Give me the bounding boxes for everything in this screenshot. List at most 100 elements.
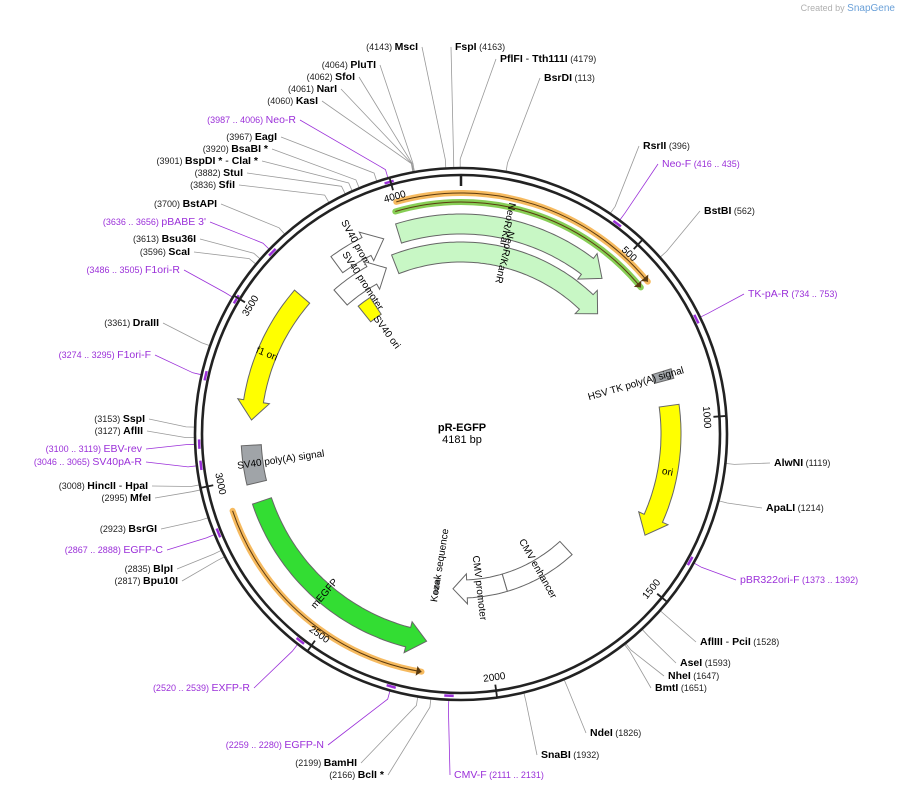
feature-label: ori — [661, 466, 674, 479]
primer-mark — [295, 636, 305, 645]
site-label-bsu36i: (3613) Bsu36I — [133, 233, 196, 245]
site-label-msci: (4143) MscI — [366, 41, 418, 53]
site-label-clai: (3901) BspDI * - ClaI * — [157, 155, 259, 167]
primer-label-egfp-c: (2867 .. 2888) EGFP-C — [65, 544, 164, 556]
site-leader — [459, 58, 497, 168]
site-leader — [193, 251, 257, 265]
orf-arrowhead — [640, 274, 649, 282]
site-leader — [450, 46, 455, 169]
site-leader — [154, 489, 201, 499]
tick-mark-3000 — [200, 484, 214, 489]
primer-leader — [166, 534, 215, 551]
site-label-sfii: (3836) SfiI — [190, 179, 235, 191]
primer-label-f1ori-r: (3486 .. 3505) F1ori-R — [86, 264, 180, 276]
feature-neor-kanr — [390, 241, 599, 315]
primer-leader — [619, 163, 659, 221]
feature-label: Kozak sequence — [429, 528, 452, 603]
site-label-bpu10i: (2817) Bpu10I — [114, 575, 178, 587]
site-leader — [609, 145, 640, 214]
orf-arrowhead — [633, 280, 642, 288]
plasmid-name: pR-EGFP — [438, 422, 486, 434]
site-leader — [340, 88, 414, 173]
site-leader — [505, 77, 541, 172]
site-leader — [321, 100, 414, 173]
site-leader — [421, 46, 447, 169]
site-leader — [625, 642, 665, 677]
primer-leader — [253, 643, 299, 689]
site-leader — [160, 517, 209, 530]
tick-label: 3500 — [241, 293, 262, 318]
site-label-nhei: NheI (1647) — [668, 670, 719, 682]
tick-label: 2500 — [307, 624, 332, 646]
primer-leader — [693, 562, 737, 581]
site-leader — [151, 484, 200, 487]
site-label-scai: (3596) ScaI — [140, 246, 190, 258]
feature-sv40-promoter — [333, 260, 388, 306]
site-label-bstbi: BstBI (562) — [704, 205, 755, 217]
site-label-aflii: (3127) AflII — [95, 425, 143, 437]
feature-cmv-promoter — [452, 572, 508, 606]
tick-mark-1000 — [713, 415, 727, 418]
primer-label-neo-r: (3987 .. 4006) Neo-R — [207, 114, 296, 126]
site-label-bmti: BmtI (1651) — [655, 682, 707, 694]
site-label-draiii: (3361) DraIII — [104, 317, 159, 329]
primer-mark — [203, 370, 208, 381]
site-label-bsrgi: (2923) BsrGI — [100, 523, 157, 535]
site-leader — [387, 698, 432, 776]
tick-label: 2000 — [483, 671, 507, 685]
site-leader — [148, 418, 196, 428]
site-label-bsrdi: BsrDI (113) — [544, 72, 595, 84]
site-label-pluti: (4064) PluTI — [322, 59, 376, 71]
feature-label: HSV TK poly(A) signal — [587, 365, 685, 403]
site-leader — [146, 430, 196, 439]
primer-mark — [386, 684, 397, 689]
primer-label-egfp-n: (2259 .. 2280) EGFP-N — [226, 739, 324, 751]
orf-arc-line — [395, 201, 642, 288]
site-leader — [563, 679, 587, 734]
primer-label-ebv-rev: (3100 .. 3119) EBV-rev — [46, 443, 143, 455]
tick-mark-1500 — [656, 593, 668, 603]
primer-label-pbabe-3-: (3636 .. 3656) pBABE 3' — [103, 216, 206, 228]
site-label-bamhi: (2199) BamHI — [295, 757, 357, 769]
site-label-pflfi: PflFI - Tth111I (4179) — [500, 53, 596, 65]
site-label-kasi: (4060) KasI — [267, 95, 318, 107]
site-label-asei: AseI (1593) — [680, 657, 731, 669]
primer-label-exfp-r: (2520 .. 2539) EXFP-R — [153, 682, 250, 694]
primer-leader — [699, 293, 745, 318]
primer-leader — [154, 354, 202, 376]
site-label-rsrii: RsrII (396) — [643, 140, 690, 152]
primer-label-sv40pa-r: (3046 .. 3065) SV40pA-R — [34, 456, 143, 468]
primer-leader — [145, 443, 196, 450]
site-leader — [181, 556, 226, 582]
site-label-bstapi: (3700) BstAPI — [154, 198, 217, 210]
primer-mark — [199, 460, 203, 471]
orf-arc-line — [396, 192, 649, 283]
site-label-sspi: (3153) SspI — [94, 413, 145, 425]
site-label-afliii: AflIII - PciI (1528) — [700, 636, 779, 648]
site-leader — [238, 184, 330, 204]
site-leader — [641, 628, 677, 664]
primer-label-neo-f: Neo-F (416 .. 435) — [662, 158, 740, 170]
tick-mark-4000 — [388, 177, 394, 191]
site-leader — [725, 462, 771, 465]
feature-megfp — [251, 497, 428, 654]
primer-label-tk-pa-r: TK-pA-R (734 .. 753) — [748, 288, 837, 300]
feature-hsv-tk-poly-a-signal — [651, 368, 675, 385]
site-leader — [659, 610, 697, 643]
site-leader — [718, 500, 763, 509]
tick-mark-500 — [633, 239, 644, 250]
primer-leader — [447, 699, 451, 776]
site-leader — [623, 643, 652, 689]
site-leader — [246, 172, 346, 195]
tick-label: 1000 — [700, 406, 713, 429]
primer-mark — [384, 179, 394, 185]
primer-mark — [268, 247, 277, 257]
primer-leader — [145, 461, 197, 468]
site-label-bsabi: (3920) BsaBI * — [203, 143, 269, 155]
site-label-stui: (3882) StuI — [195, 167, 243, 179]
site-leader — [379, 64, 415, 173]
tick-mark-3500 — [233, 294, 246, 304]
site-leader — [162, 322, 211, 347]
